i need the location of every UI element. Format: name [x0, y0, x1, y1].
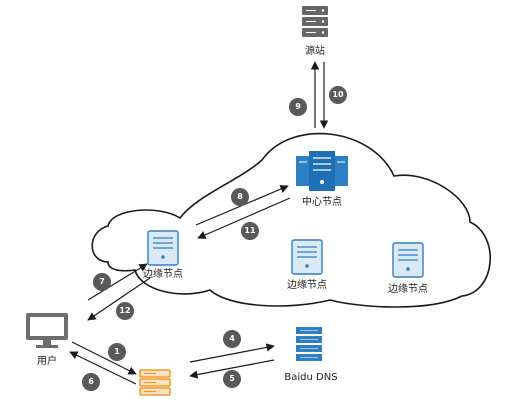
step-11-badge: 11: [241, 222, 259, 240]
baidu-dns-label: Baidu DNS: [284, 372, 338, 383]
user-label: 用户: [37, 356, 57, 367]
arrow-5: [189, 359, 275, 379]
arrow-6: [69, 351, 137, 385]
edge-node-middle-label: 边缘节点: [287, 280, 327, 291]
step-5-badge: 5: [223, 370, 241, 388]
step-7-badge: 7: [93, 273, 111, 291]
step-1-badge: 1: [108, 343, 126, 361]
step-4-badge: 4: [223, 330, 241, 348]
edge-node-left-label: 边缘节点: [143, 269, 183, 280]
origin-server-icon: [302, 6, 328, 37]
cloud-shape: [91, 132, 491, 308]
step-8-badge: 8: [231, 188, 249, 206]
arrow-12: [87, 277, 151, 321]
center-node-icon: [296, 151, 348, 191]
arrow-7: [87, 263, 148, 301]
baidu-dns-icon: [296, 327, 322, 361]
center-node-label: 中心节点: [302, 197, 342, 208]
edge-node-middle-icon: [291, 239, 323, 275]
edge-node-right-icon: [392, 242, 424, 278]
arrow-11: [197, 197, 291, 239]
edge-node-left-icon: [147, 230, 179, 266]
step-9-badge: 9: [289, 98, 307, 116]
local-dns-icon: [139, 369, 171, 396]
step-12-badge: 12: [116, 302, 134, 320]
user-monitor-icon: [26, 313, 68, 348]
edge-node-right-label: 边缘节点: [388, 284, 428, 295]
origin-label: 源站: [305, 46, 325, 57]
step-6-badge: 6: [82, 373, 100, 391]
step-10-badge: 10: [329, 86, 347, 104]
arrow-1: [71, 341, 137, 375]
arrows: [69, 61, 329, 385]
arrow-4: [189, 343, 275, 363]
